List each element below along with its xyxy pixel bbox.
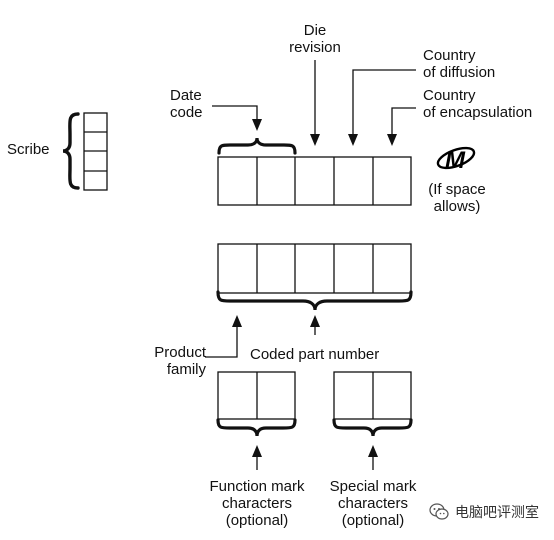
date-code-label: Date code bbox=[170, 87, 203, 121]
top-row-boxes bbox=[217, 156, 412, 206]
country-diffusion-label: Country of diffusion bbox=[423, 47, 496, 81]
die-revision-arrowhead bbox=[310, 134, 320, 146]
micron-logo-icon: M bbox=[436, 146, 476, 174]
scribe-label: Scribe bbox=[7, 141, 50, 158]
scribe-brace bbox=[62, 112, 80, 190]
logo-note-label: (If space allows) bbox=[428, 181, 486, 215]
watermark-text: 电脑吧评测室 bbox=[455, 504, 539, 520]
country-encapsulation-leader bbox=[391, 107, 416, 136]
micron-logo-letter: M bbox=[445, 147, 466, 174]
watermark: 电脑吧评测室 bbox=[428, 501, 539, 523]
product-family-leader bbox=[205, 324, 238, 358]
product-family-label: Product family bbox=[154, 344, 206, 378]
function-mark-label: Function mark characters (optional) bbox=[209, 478, 305, 529]
wechat-icon bbox=[429, 503, 449, 520]
coded-part-brace bbox=[216, 290, 413, 311]
date-code-leader bbox=[212, 105, 258, 121]
special-mark-boxes bbox=[333, 371, 412, 420]
country-encapsulation-arrowhead bbox=[387, 134, 397, 146]
middle-row-boxes bbox=[217, 243, 412, 294]
special-mark-label: Special mark characters (optional) bbox=[329, 478, 417, 529]
country-diffusion-arrowhead bbox=[348, 134, 358, 146]
scribe-column bbox=[83, 112, 108, 191]
function-mark-arrowhead bbox=[252, 445, 262, 457]
function-mark-brace bbox=[216, 418, 297, 437]
country-encapsulation-label: Country of encapsulation bbox=[423, 87, 533, 121]
country-diffusion-leader bbox=[352, 69, 416, 136]
product-family-arrowhead bbox=[232, 315, 242, 327]
die-revision-label: Die revision bbox=[289, 22, 341, 56]
coded-part-arrowhead bbox=[310, 315, 320, 327]
coded-part-number-label: Coded part number bbox=[250, 346, 380, 363]
special-mark-brace bbox=[332, 418, 413, 437]
date-code-brace bbox=[217, 137, 297, 155]
function-mark-boxes bbox=[217, 371, 296, 420]
special-mark-arrowhead bbox=[368, 445, 378, 457]
date-code-arrowhead bbox=[252, 119, 262, 131]
